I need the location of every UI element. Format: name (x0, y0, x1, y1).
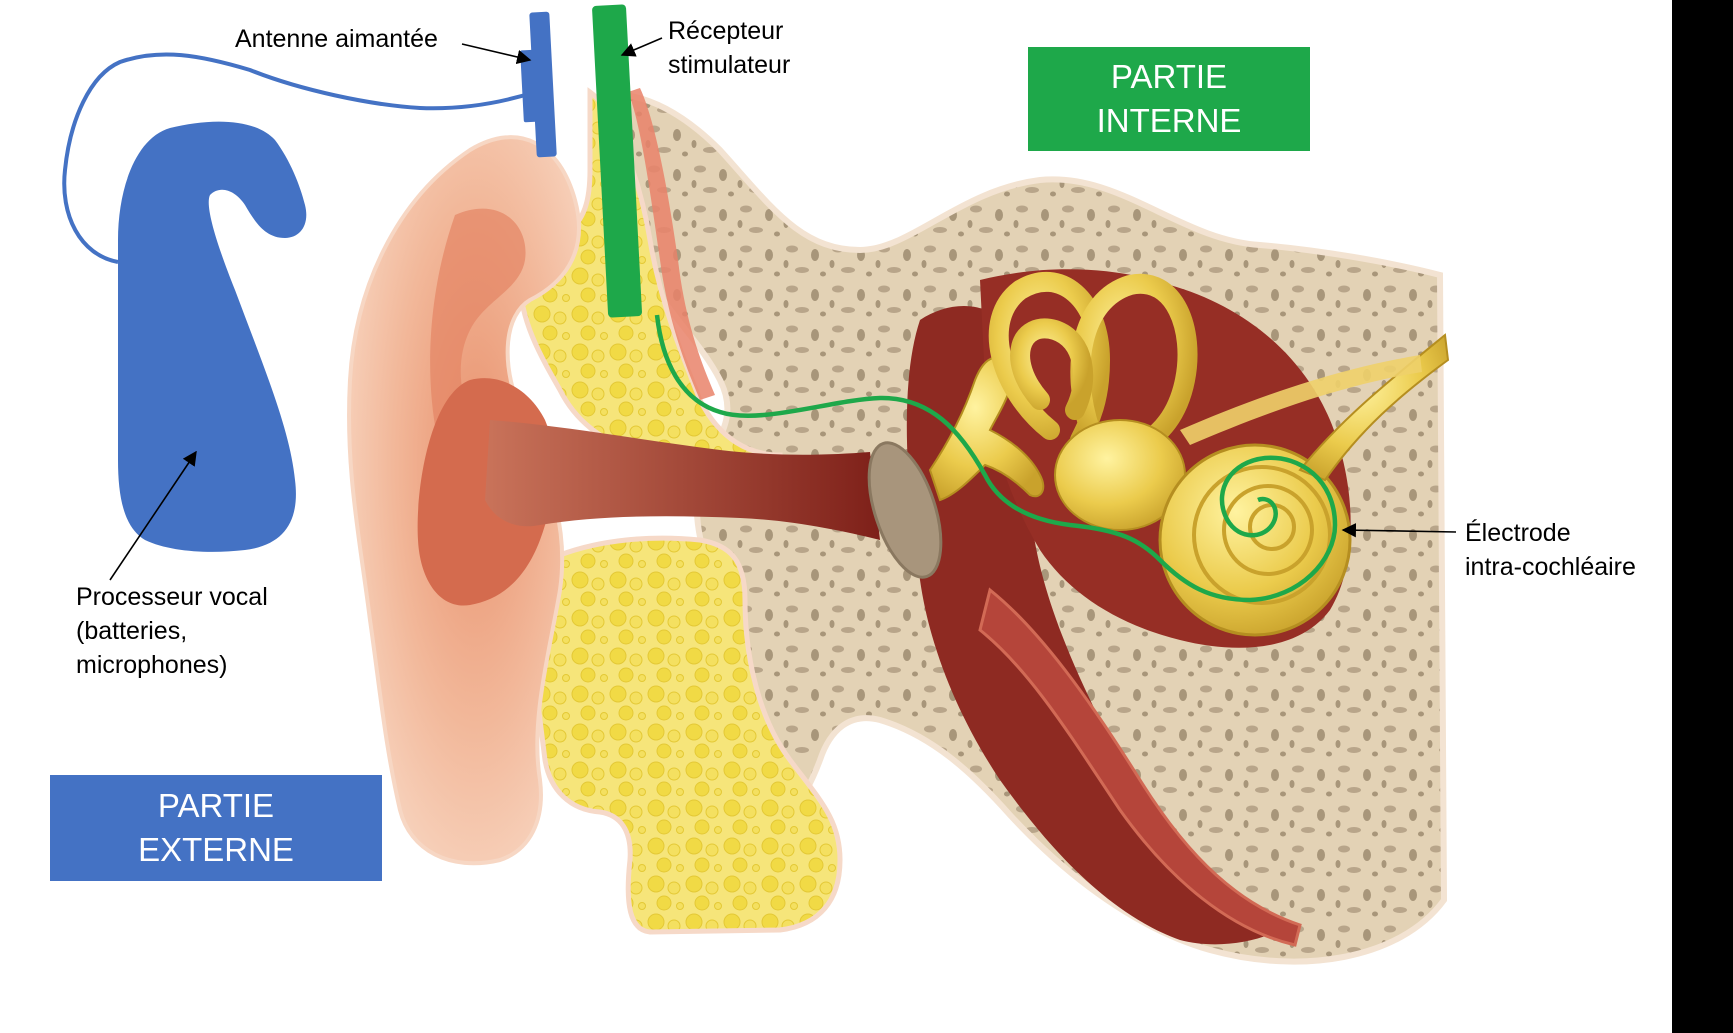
magnetic-antenna-cap (520, 49, 540, 123)
vestibular-nerve (1180, 355, 1422, 445)
receiver-stimulator (592, 4, 642, 318)
box-interne-line2: INTERNE (1096, 102, 1242, 139)
muscle-strip (628, 88, 715, 400)
ossicles (928, 356, 1045, 502)
box-externe-line2: EXTERNE (138, 831, 294, 868)
box-partie-externe: PARTIE EXTERNE (50, 775, 382, 881)
label-processeur-line3: microphones) (76, 651, 228, 679)
tympanic-membrane (867, 441, 943, 579)
box-externe-line1: PARTIE (157, 787, 275, 824)
arrow-recepteur (620, 37, 663, 57)
soft-tissue-lower (526, 535, 843, 935)
label-electrode: Électrode intra-cochléaire (1465, 516, 1636, 584)
processor-cable (62, 52, 536, 264)
label-processeur: Processeur vocal (batteries, microphones… (76, 580, 268, 682)
arrow-electrode (1341, 523, 1457, 538)
box-interne-line1: PARTIE (1110, 58, 1228, 95)
label-electrode-line2: intra-cochléaire (1465, 553, 1636, 581)
eustachian-tube (978, 587, 1302, 947)
label-recepteur-line1: Récepteur (668, 17, 784, 45)
box-partie-interne: PARTIE INTERNE (1028, 47, 1310, 151)
electrode-lead (654, 314, 1338, 603)
semicircular-canals (988, 271, 1198, 455)
label-antenne: Antenne aimantée (235, 25, 438, 53)
ear-canal (485, 420, 880, 540)
speech-processor (118, 121, 307, 552)
arrow-processeur (109, 450, 197, 581)
label-electrode-line1: Électrode (1465, 519, 1571, 547)
label-processeur-line2: (batteries, (76, 617, 188, 645)
label-processeur-line1: Processeur vocal (76, 583, 268, 611)
label-recepteur: Récepteur stimulateur (668, 14, 790, 82)
label-recepteur-line2: stimulateur (668, 51, 791, 79)
arrow-antenne (461, 43, 532, 65)
